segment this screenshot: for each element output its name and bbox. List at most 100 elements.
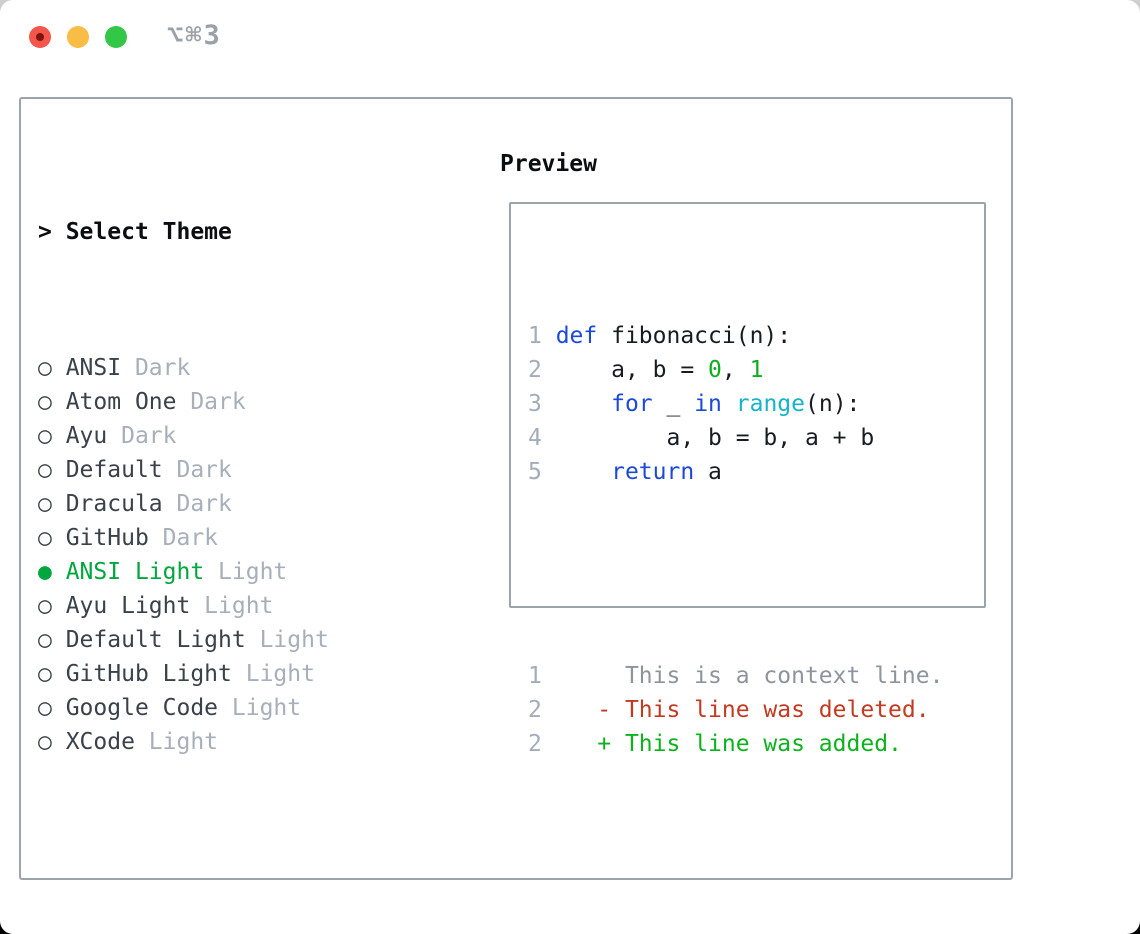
radio-icon: ○ (38, 389, 52, 415)
radio-icon: ○ (38, 729, 52, 755)
line-number: 1 (528, 663, 542, 689)
diff-line-context: 1 This is a context line. (528, 659, 943, 693)
theme-name: Google Code (65, 695, 219, 721)
code-token: _ (652, 391, 695, 417)
theme-option[interactable]: ○ Atom One Dark (38, 385, 426, 419)
theme-name: ANSI Light (65, 559, 205, 585)
code-token: a (694, 459, 722, 485)
theme-option[interactable]: ○ Ayu Dark (38, 419, 426, 453)
theme-name: GitHub Light (65, 661, 232, 687)
code-token: (n): (805, 391, 861, 417)
theme-variant-badge: Light (245, 661, 315, 687)
theme-variant-badge: Dark (121, 423, 177, 449)
theme-name: Atom One (65, 389, 177, 415)
code-token: range (735, 391, 805, 417)
code-line: 2 a, b = 0, 1 (528, 353, 943, 387)
theme-name: GitHub (65, 525, 149, 551)
code-token: def (555, 323, 598, 349)
spacer (528, 557, 943, 591)
theme-option[interactable]: ○ XCode Light (38, 725, 426, 759)
radio-icon: ○ (38, 457, 52, 483)
diff-line-added: 2 + This line was added. (528, 727, 943, 761)
title-bar: ⌥⌘3 (0, 0, 1140, 97)
theme-option[interactable]: ○ ANSI Dark (38, 351, 426, 385)
radio-icon: ○ (38, 593, 52, 619)
theme-name: Ayu (65, 423, 108, 449)
line-number: 3 (528, 391, 542, 417)
theme-option[interactable]: ○ Dracula Dark (38, 487, 426, 521)
radio-icon: ○ (38, 423, 52, 449)
theme-option[interactable]: ● ANSI Light Light (38, 555, 426, 589)
diff-text: + This line was added. (541, 731, 902, 757)
code-line: 1 def fibonacci(n): (528, 319, 943, 353)
code-line: 5 return a (528, 455, 943, 489)
radio-icon: ○ (38, 355, 52, 381)
theme-option[interactable]: ○ Default Light Light (38, 623, 426, 657)
cursor-prompt-icon: > (38, 219, 52, 245)
radio-icon: ○ (38, 525, 52, 551)
theme-option[interactable]: ○ GitHub Dark (38, 521, 426, 555)
code-token: return (611, 459, 695, 485)
code-token: fibonacci(n): (597, 323, 792, 349)
line-number: 2 (528, 697, 542, 723)
code-token (722, 391, 736, 417)
close-button[interactable] (29, 26, 51, 48)
code-token (556, 459, 611, 485)
theme-option[interactable]: ○ GitHub Light Light (38, 657, 426, 691)
line-number: 5 (528, 459, 542, 485)
theme-option[interactable]: ○ Google Code Light (38, 691, 426, 725)
theme-variant-badge: Light (148, 729, 219, 755)
theme-option[interactable]: ○ Ayu Light Light (38, 589, 426, 623)
radio-icon: ○ (38, 661, 52, 687)
code-token: 1 (749, 357, 764, 383)
line-number: 1 (528, 323, 542, 349)
theme-variant-badge: Dark (162, 525, 219, 551)
keyboard-shortcut-label: ⌥⌘3 (167, 20, 222, 51)
theme-name: XCode (65, 729, 135, 755)
line-number: 2 (528, 731, 542, 757)
theme-variant-badge: Light (259, 627, 329, 653)
code-token: in (694, 391, 722, 417)
theme-option[interactable]: ○ Default Dark (38, 453, 426, 487)
diff-line-deleted: 2 - This line was deleted. (528, 693, 943, 727)
radio-icon: ○ (38, 695, 52, 721)
diff-text: - This line was deleted. (541, 697, 930, 723)
theme-name: Ayu Light (65, 593, 191, 619)
radio-icon: ○ (38, 491, 52, 517)
theme-name: Default (65, 457, 163, 483)
theme-list-title: Select Theme (65, 219, 232, 245)
line-number: 4 (528, 425, 542, 451)
code-token: , (721, 357, 750, 383)
radio-icon: ○ (38, 627, 52, 653)
theme-variant-badge: Light (231, 695, 302, 721)
theme-list-header: > Select Theme (38, 215, 426, 249)
preview-title: Preview (500, 151, 597, 177)
spacer (38, 861, 426, 895)
theme-variant-badge: Dark (176, 457, 232, 483)
diff-text: This is a context line. (541, 663, 944, 689)
minimize-button[interactable] (67, 26, 89, 48)
code-token (556, 391, 611, 417)
code-token: a, b = b, a + b (555, 425, 875, 451)
theme-variant-badge: Dark (190, 389, 246, 415)
theme-name: Default Light (65, 627, 246, 653)
code-line: 4 a, b = b, a + b (528, 421, 943, 455)
close-dot-icon (36, 33, 44, 41)
theme-name: Dracula (65, 491, 163, 517)
code-line: 3 for _ in range(n): (528, 387, 943, 421)
line-number: 2 (528, 357, 542, 383)
code-token: 0 (708, 357, 722, 383)
theme-variant-badge: Dark (176, 491, 232, 517)
theme-variant-badge: Dark (134, 355, 191, 381)
zoom-button[interactable] (105, 26, 127, 48)
theme-variant-badge: Light (218, 559, 288, 585)
theme-name: ANSI (65, 355, 122, 381)
theme-variant-badge: Light (204, 593, 274, 619)
radio-icon: ● (38, 559, 52, 585)
code-token: a, b = (555, 357, 709, 383)
